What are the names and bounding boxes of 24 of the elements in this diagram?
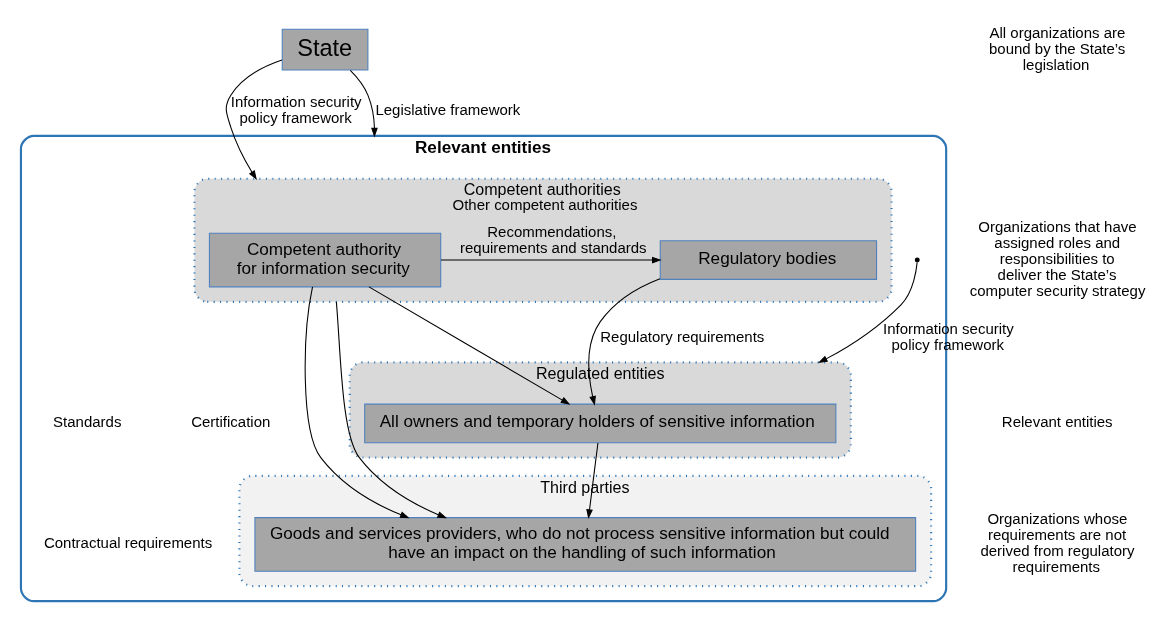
node-box: Regulatory bodies	[659, 239, 878, 280]
node-box: Goods and services providers, who do not process sensitive information but could have an impact on the handling of such information	[254, 516, 917, 572]
arrow	[588, 277, 661, 406]
arrow	[349, 69, 378, 137]
edge-label: Regulatory requirements	[600, 327, 765, 345]
label: Standards	[53, 412, 122, 430]
node-box: State	[281, 28, 369, 71]
label: Organizations that have assigned roles and responsibilities to deliver the State’s computer security strategy	[969, 217, 1146, 299]
arrow	[304, 285, 410, 518]
arrow	[225, 58, 283, 180]
node-box: All owners and temporary holders of sensitive information	[364, 403, 837, 443]
arrow	[818, 261, 918, 363]
node-box: Competent authority for information security	[208, 232, 442, 287]
edge-label: Information security policy framework	[230, 92, 362, 126]
arrow	[440, 256, 662, 263]
label: Contractual requirements	[43, 533, 213, 551]
edge-label: Recommendations, requirements and standards	[459, 222, 647, 256]
label: All organizations are bound by the State’s legislation	[988, 23, 1126, 73]
arrow	[335, 300, 448, 518]
edge-label: Legislative framework	[375, 100, 521, 118]
arrow	[586, 442, 599, 519]
label: Relevant entities	[1001, 412, 1113, 430]
label: Organizations whose requirements are not derived from regulatory requirements	[980, 509, 1135, 575]
label: Certification	[191, 412, 271, 430]
